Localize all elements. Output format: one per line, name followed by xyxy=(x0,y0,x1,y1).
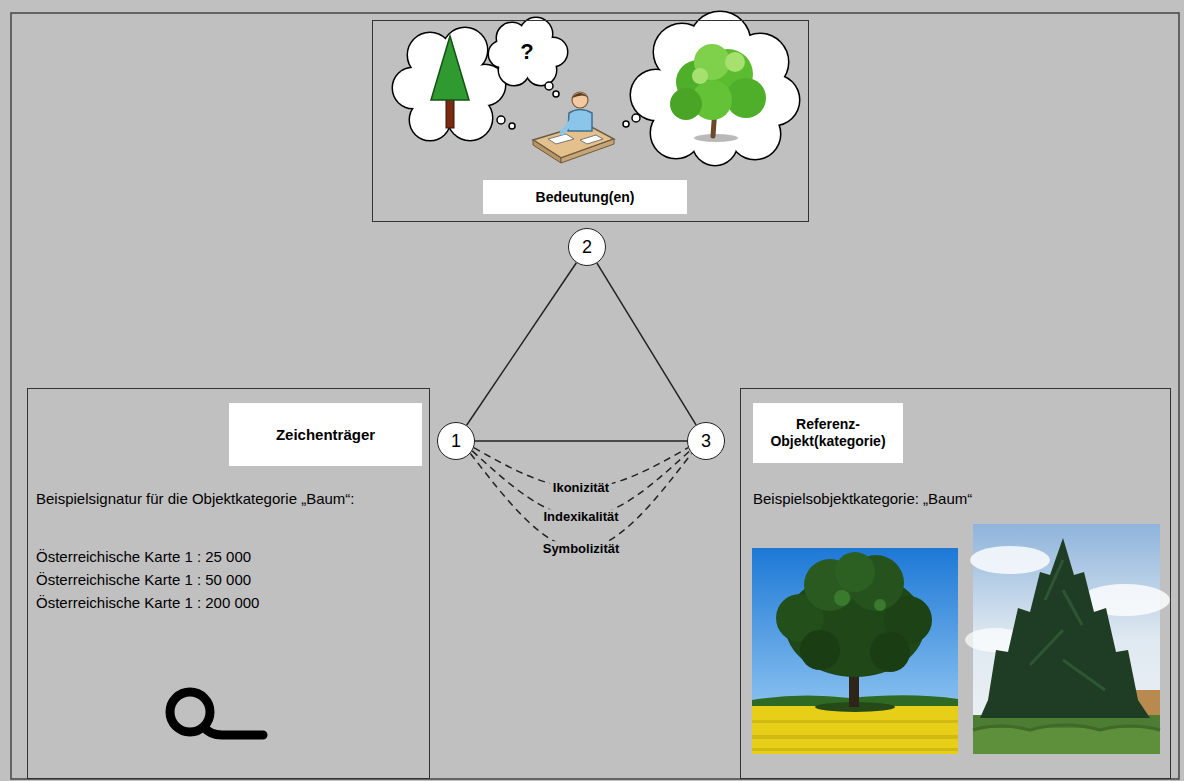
thought-cloud xyxy=(631,12,799,165)
deciduous-tree-icon xyxy=(692,68,708,84)
triangle-side xyxy=(475,440,687,442)
relation-label: Symbolizität xyxy=(540,541,623,557)
scale-line: Österreichische Karte 1 : 25 000 xyxy=(36,548,251,566)
deciduous-tree-photo xyxy=(800,630,840,670)
thought-cloud xyxy=(505,30,549,74)
deciduous-tree-photo xyxy=(874,599,886,611)
meaning-panel: Bedeutung(en) xyxy=(372,20,809,222)
pine-icon xyxy=(431,36,469,128)
thought-cloud xyxy=(489,18,567,85)
vertex-number: 2 xyxy=(582,238,592,256)
deciduous-tree-photo xyxy=(752,720,958,751)
deciduous-tree-icon xyxy=(726,78,766,118)
deciduous-tree-photo xyxy=(752,735,958,739)
relation-curve xyxy=(472,451,690,517)
thought-cloud xyxy=(393,28,505,140)
person-at-desk-icon xyxy=(572,92,588,108)
thought-bubbles xyxy=(632,114,640,122)
thought-cloud xyxy=(489,18,567,85)
thought-cloud xyxy=(393,28,505,140)
vertex-circle: 3 xyxy=(687,422,725,460)
spruce-photo xyxy=(973,715,1160,754)
question-mark: ? xyxy=(520,41,533,63)
person-at-desk-icon xyxy=(572,93,588,98)
vertex-circle: 1 xyxy=(437,422,475,460)
scale-line: Österreichische Karte 1 : 50 000 xyxy=(36,571,251,589)
outer-frame xyxy=(11,13,1179,779)
deciduous-tree-icon xyxy=(670,44,766,142)
sign-vehicle-panel: ZeichenträgerBeispielsignatur für die Ob… xyxy=(27,388,430,779)
relation-label: Indexikalität xyxy=(540,509,621,525)
deciduous-tree-icon xyxy=(670,88,702,120)
pine-icon xyxy=(431,36,469,100)
thought-bubbles xyxy=(497,116,505,124)
thought-cloud xyxy=(631,12,799,165)
thought-cloud xyxy=(663,40,767,144)
vertex-number: 1 xyxy=(451,432,461,450)
pine-icon xyxy=(446,98,454,128)
scale-line: Österreichische Karte 1 : 200 000 xyxy=(36,594,259,612)
deciduous-tree-photo xyxy=(752,720,958,723)
referent-panel: Referenz-Objekt(kategorie) Beispielsobjek… xyxy=(740,388,1171,779)
deciduous-tree-photo xyxy=(752,748,958,751)
panel-heading: Bedeutung(en) xyxy=(483,180,687,214)
spruce-photo xyxy=(970,546,1050,574)
thought-cloud xyxy=(393,28,505,140)
panel-heading: Zeichenträger xyxy=(229,403,422,466)
map-signature-symbol xyxy=(170,692,263,735)
deciduous-tree-photo xyxy=(870,632,910,672)
thought-bubbles xyxy=(545,82,553,90)
thought-cloud xyxy=(489,18,567,85)
deciduous-tree-icon xyxy=(725,52,745,72)
person-at-desk-icon xyxy=(562,122,571,133)
deciduous-tree-photo xyxy=(752,548,958,754)
thought-bubbles xyxy=(553,91,559,97)
person-at-desk-icon xyxy=(580,135,603,144)
person-at-desk-icon xyxy=(548,134,574,144)
spruce-photo xyxy=(973,725,1160,730)
triangle-side xyxy=(467,263,577,426)
deciduous-tree-photo xyxy=(834,590,850,606)
spruce-photo xyxy=(1030,560,1105,690)
deciduous-tree-photo xyxy=(752,706,958,754)
spruce-photo xyxy=(973,728,1160,754)
relation-curve xyxy=(470,453,691,549)
vertex-number: 3 xyxy=(701,432,711,450)
panel-heading: Referenz-Objekt(kategorie) xyxy=(753,403,903,463)
spruce-photo xyxy=(965,524,1170,754)
map-signature-symbol xyxy=(204,727,263,735)
vertex-circle: 2 xyxy=(568,228,606,266)
deciduous-tree-photo xyxy=(752,548,958,754)
spruce-photo xyxy=(980,538,1150,718)
triangle-side xyxy=(597,263,696,425)
panel-text: Beispielsobjektkategorie: „Baum“ xyxy=(753,490,972,508)
panel-text: Beispielsignatur für die Objektkategorie… xyxy=(36,490,355,508)
person-at-desk-icon xyxy=(533,92,614,163)
thought-bubbles xyxy=(623,121,629,127)
relation-label: Ikonizität xyxy=(550,480,612,496)
thought-bubbles xyxy=(509,123,515,129)
thought-cloud xyxy=(631,12,799,165)
deciduous-tree-photo xyxy=(835,552,875,592)
deciduous-tree-icon xyxy=(694,134,738,142)
